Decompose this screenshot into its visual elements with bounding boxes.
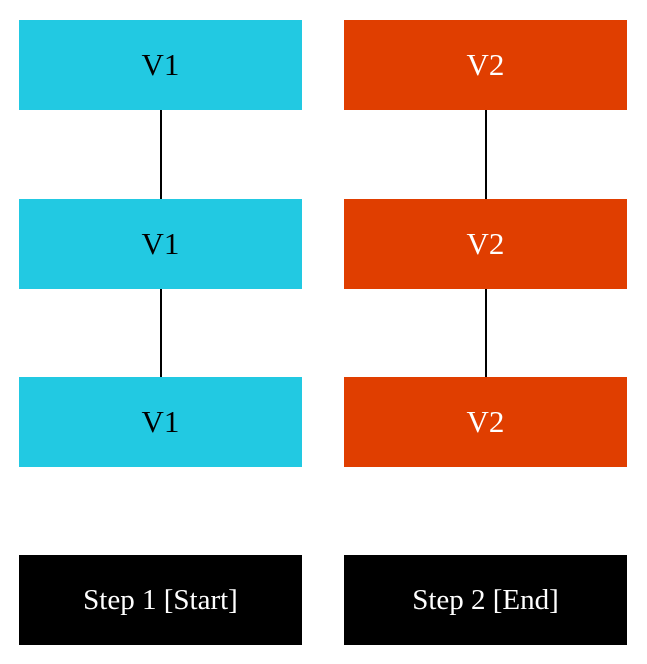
step-label: Step 1 [Start] [19,555,302,645]
node-v2: V2 [344,20,627,110]
connector-line [160,289,162,377]
step-label: Step 2 [End] [344,555,627,645]
connector-line [160,110,162,199]
node-v2: V2 [344,377,627,467]
node-v1: V1 [19,199,302,289]
node-v1: V1 [19,377,302,467]
connector-line [485,289,487,377]
node-v2: V2 [344,199,627,289]
connector-line [485,110,487,199]
node-v1: V1 [19,20,302,110]
